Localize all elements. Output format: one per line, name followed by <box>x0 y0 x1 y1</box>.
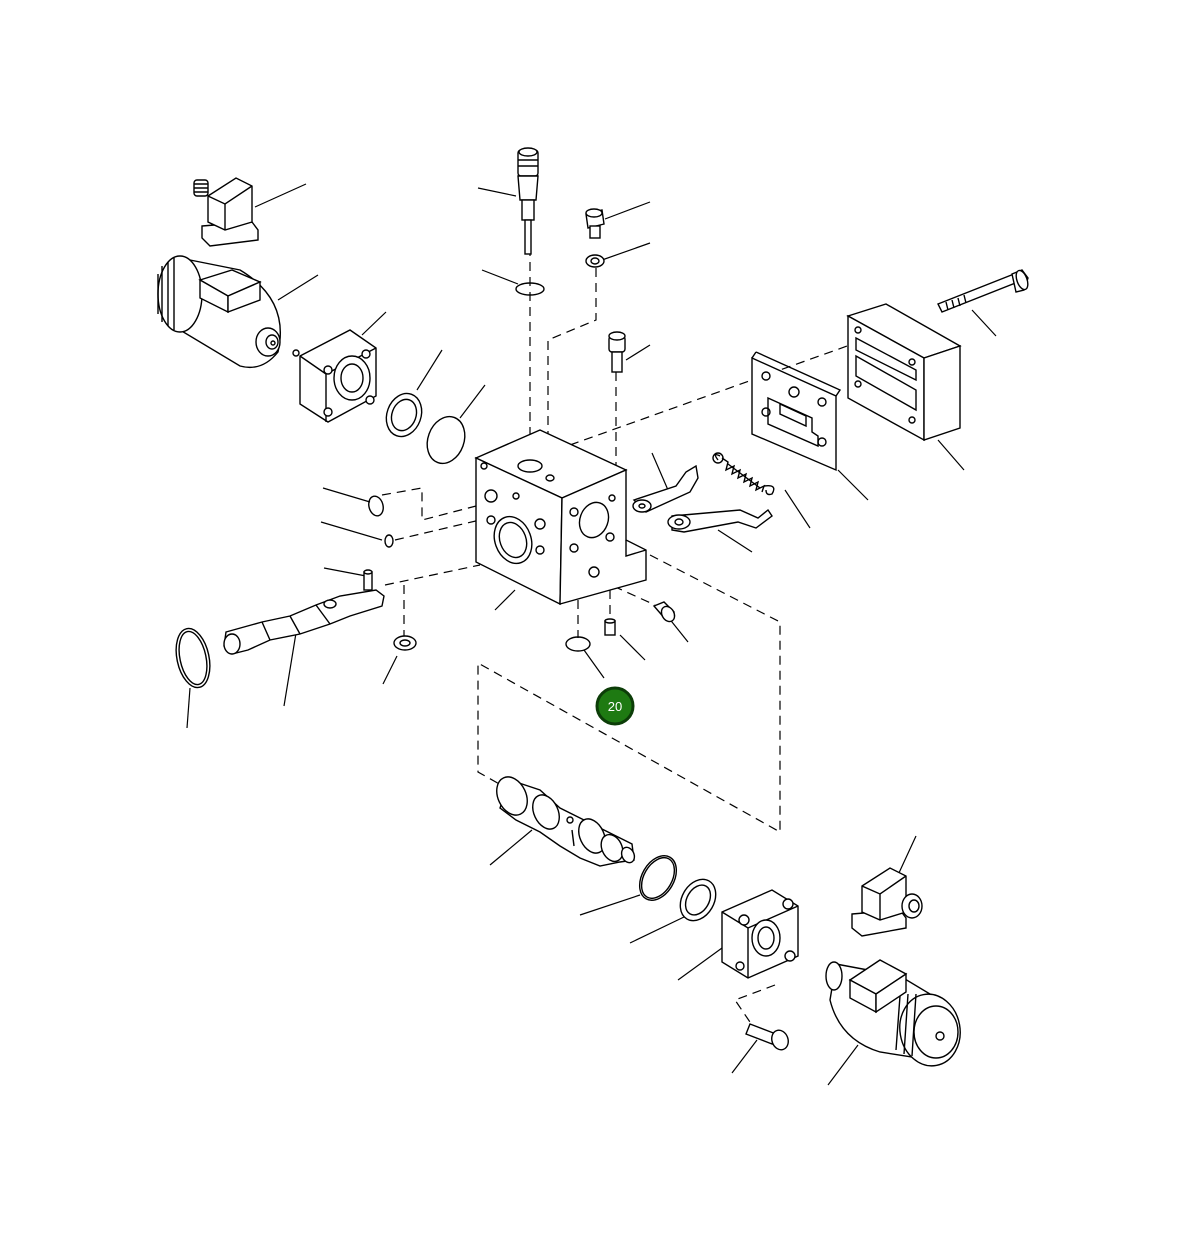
leader-lines <box>186 183 997 1086</box>
spool[interactable] <box>491 772 637 867</box>
pressure-probe[interactable] <box>517 147 539 255</box>
assembly-centerlines <box>381 232 851 1026</box>
small-o-ring-a[interactable] <box>367 495 386 518</box>
plug-screw[interactable] <box>652 601 677 624</box>
callout-20-circle <box>595 686 635 726</box>
seal-ring-upper[interactable] <box>381 389 428 442</box>
tension-spring[interactable] <box>712 452 775 496</box>
dowel-pin[interactable] <box>604 618 616 636</box>
end-cap-screw[interactable] <box>745 1023 791 1052</box>
lever-bracket-lower[interactable] <box>667 508 773 533</box>
spool-seal-ring[interactable] <box>673 873 723 927</box>
banjo-bolt[interactable] <box>585 208 605 239</box>
body-o-ring[interactable] <box>565 636 591 652</box>
probe-o-ring[interactable] <box>515 282 545 296</box>
gasket-plate[interactable] <box>751 351 842 472</box>
small-o-ring-b[interactable] <box>384 534 394 548</box>
lever-bracket-upper[interactable] <box>632 464 699 513</box>
end-cap-upper[interactable] <box>292 329 377 423</box>
cover-block[interactable] <box>846 303 962 442</box>
valve-body[interactable] <box>474 429 647 606</box>
bolt-washer[interactable] <box>585 254 605 268</box>
end-cap-lower[interactable] <box>721 889 799 979</box>
solenoid-connector-upper[interactable] <box>193 177 259 247</box>
long-bolt[interactable] <box>937 269 1030 313</box>
solenoid-coil-lower[interactable] <box>825 959 966 1071</box>
cap-screw-top[interactable] <box>608 331 626 373</box>
large-o-ring-left[interactable] <box>171 625 215 690</box>
o-ring-upper-large[interactable] <box>421 411 471 468</box>
callout-20[interactable]: 20 <box>595 686 635 726</box>
spool-o-ring[interactable] <box>632 849 684 907</box>
solenoid-connector-lower[interactable] <box>851 867 923 937</box>
lever-arm[interactable] <box>223 569 385 655</box>
callout-20-label: 20 <box>608 699 622 714</box>
pin-washer[interactable] <box>393 635 417 651</box>
solenoid-coil-upper[interactable] <box>157 255 282 369</box>
